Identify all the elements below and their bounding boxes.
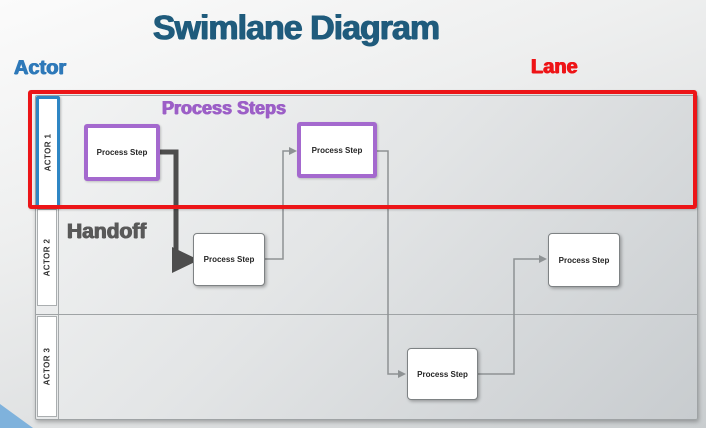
handoff-callout-label: Handoff xyxy=(67,220,147,243)
connector-step4-to-step5 xyxy=(478,255,547,375)
lane-label-actor-2: ACTOR 2 xyxy=(37,209,57,306)
lane-highlight-rectangle xyxy=(28,90,697,209)
handoff-thick-arrow xyxy=(160,149,199,273)
process-step-1: Process Step xyxy=(84,124,160,181)
label-column-divider xyxy=(58,96,59,419)
lane-label-actor-3: ACTOR 3 xyxy=(37,316,57,417)
connector-step3-to-step4 xyxy=(377,150,406,378)
actor-callout-label: Actor xyxy=(14,57,67,79)
page-title: Swimlane Diagram xyxy=(152,9,440,47)
process-step-5: Process Step xyxy=(548,233,620,287)
process-step-3: Process Step xyxy=(297,122,377,178)
lane-divider-2-3 xyxy=(36,314,697,315)
lane-callout-label: Lane xyxy=(531,56,578,78)
process-steps-callout-label: Process Steps xyxy=(162,98,287,118)
process-step-2: Process Step xyxy=(193,233,265,286)
process-step-4: Process Step xyxy=(407,348,478,400)
